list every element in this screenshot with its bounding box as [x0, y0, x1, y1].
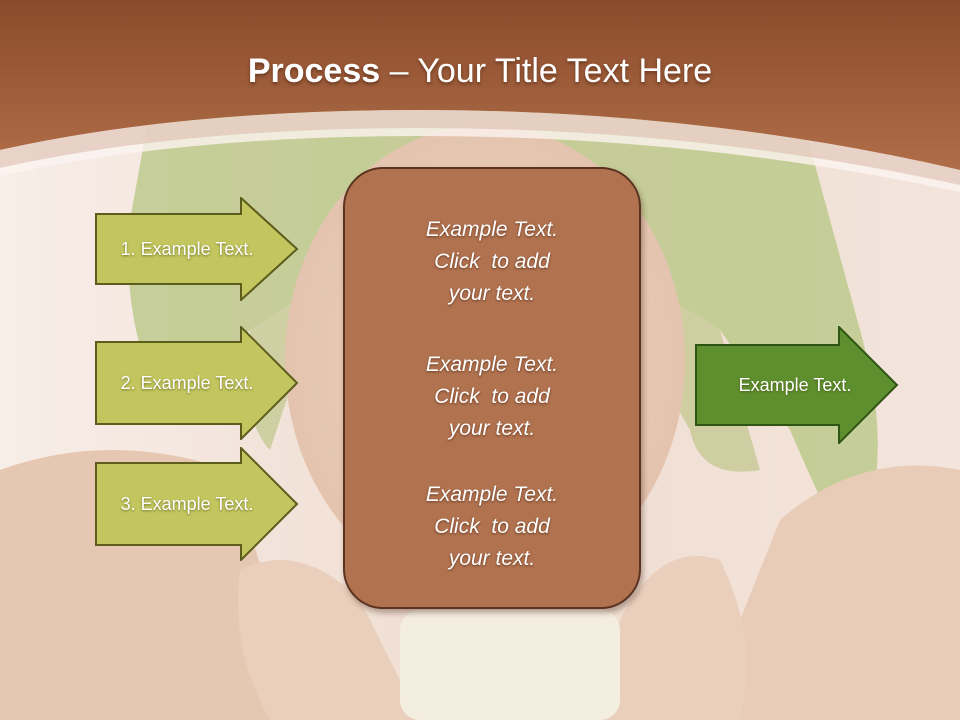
left-arrow-3-label: 3. Example Text. — [120, 493, 254, 514]
arrow-shape — [95, 445, 299, 563]
arrow-shape — [95, 324, 299, 442]
center-block-1-line3: your text. — [448, 282, 536, 305]
left-arrow-1-label: 1. Example Text. — [120, 238, 254, 259]
right-arrow-label: Example Text. — [738, 374, 852, 395]
slide-title: Process – Your Title Text Here — [0, 52, 960, 91]
center-block-3-line3: your text. — [448, 547, 536, 570]
arrow-shape — [695, 324, 899, 446]
center-block-2-line1: Example Text. — [425, 353, 559, 376]
left-arrow-3: 3. Example Text. — [95, 445, 299, 563]
left-arrow-2-label: 2. Example Text. — [120, 372, 254, 393]
title-rest: – Your Title Text Here — [380, 52, 713, 90]
center-block-1: Example Text. Click to add your text. — [345, 214, 639, 310]
center-block-3-line2: Click to add — [434, 515, 550, 538]
left-arrow-2: 2. Example Text. — [95, 324, 299, 442]
arrow-shape — [95, 195, 299, 303]
center-block-1-line1: Example Text. — [425, 218, 559, 241]
center-text-box: Example Text. Click to add your text. Ex… — [343, 167, 641, 609]
center-block-3-line1: Example Text. — [425, 483, 559, 506]
title-strong: Process — [247, 52, 381, 90]
center-block-2: Example Text. Click to add your text. — [345, 349, 639, 445]
center-block-2-line3: your text. — [448, 417, 536, 440]
right-arrow: Example Text. — [695, 324, 899, 446]
left-arrow-1: 1. Example Text. — [95, 195, 299, 303]
center-block-3: Example Text. Click to add your text. — [345, 479, 639, 575]
center-block-1-line2: Click to add — [434, 250, 550, 273]
center-block-2-line2: Click to add — [434, 385, 550, 408]
